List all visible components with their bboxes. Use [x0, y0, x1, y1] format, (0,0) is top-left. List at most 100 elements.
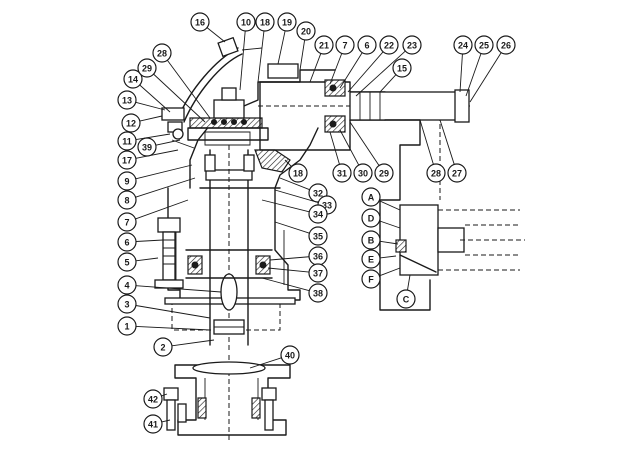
- callout-label: 18: [293, 169, 303, 179]
- callout-label: 9: [124, 177, 129, 187]
- callout-label: 23: [407, 41, 417, 51]
- callout-c3: 3: [117, 294, 137, 314]
- leader-line-c2: [171, 339, 215, 347]
- callout-circle: [117, 131, 137, 151]
- callout-c23: 23: [402, 35, 422, 55]
- callout-c22: 22: [379, 35, 399, 55]
- callout-label: 26: [501, 41, 511, 51]
- callout-circle: [308, 204, 328, 224]
- callout-label: 5: [124, 258, 129, 268]
- callout-c16: 16: [190, 12, 210, 32]
- callout-c29a: 29: [137, 58, 157, 78]
- callout-label: E: [368, 255, 374, 265]
- callout-c12: 12: [121, 113, 141, 133]
- leader-line-c27: [439, 119, 455, 165]
- callout-label: C: [403, 295, 410, 305]
- callout-circle: [308, 226, 328, 246]
- leader-line-c17: [135, 149, 179, 159]
- leader-line-c24: [459, 53, 463, 93]
- callout-circle: [357, 35, 377, 55]
- callout-circle: [396, 289, 416, 309]
- leader-line-c28b: [419, 119, 434, 165]
- leader-line-c29a: [153, 73, 206, 123]
- callout-label: 29: [379, 169, 389, 179]
- callout-c8: 8: [117, 190, 137, 210]
- callout-circle: [361, 230, 381, 250]
- leader-line-c21: [309, 53, 322, 83]
- leader-line-c18b: [284, 159, 292, 167]
- leader-line-c29b: [349, 121, 380, 166]
- callout-c28b: 28: [426, 163, 446, 183]
- vertical-shaft: [205, 145, 253, 350]
- leader-line-c4: [135, 285, 222, 293]
- callout-label: 18: [260, 18, 270, 28]
- leader-line-cE: [379, 255, 397, 259]
- callout-c1: 1: [117, 316, 137, 336]
- callout-c21: 21: [314, 35, 334, 55]
- callout-c42: 42: [143, 389, 163, 409]
- leader-line-cA: [379, 200, 401, 211]
- leader-line-c7b: [329, 53, 343, 85]
- callout-label: 1: [124, 322, 129, 332]
- callout-circle: [474, 35, 494, 55]
- callout-label: 33: [322, 201, 332, 211]
- callout-label: 27: [452, 169, 462, 179]
- callout-circle: [335, 35, 355, 55]
- callout-c37: 37: [308, 263, 328, 283]
- callout-c5: 5: [117, 252, 137, 272]
- callout-c27: 27: [447, 163, 467, 183]
- callout-circle: [137, 137, 157, 157]
- callout-circle: [392, 58, 412, 78]
- callout-label: 40: [285, 351, 295, 361]
- shaft-adapter-detail: [395, 204, 525, 276]
- callout-c18b: 18: [288, 163, 308, 183]
- callout-circle: [117, 275, 137, 295]
- callout-label: 29: [142, 64, 152, 74]
- callout-c20: 20: [296, 21, 316, 41]
- callout-c19: 19: [277, 12, 297, 32]
- callout-circle: [255, 12, 275, 32]
- callout-circle: [152, 43, 172, 63]
- callout-c17: 17: [117, 150, 137, 170]
- leader-line-c12: [139, 115, 163, 122]
- upper-bearings: [204, 84, 337, 172]
- leader-line-c6: [135, 239, 164, 242]
- callout-circle: [117, 212, 137, 232]
- callout-c35: 35: [308, 226, 328, 246]
- callout-c30: 30: [353, 163, 373, 183]
- callout-label: D: [368, 214, 375, 224]
- callout-label: 8: [124, 196, 129, 206]
- callout-label: 28: [431, 169, 441, 179]
- callout-c41: 41: [143, 414, 163, 434]
- callout-c36: 36: [308, 246, 328, 266]
- callout-c25: 25: [474, 35, 494, 55]
- leader-line-c8: [135, 177, 196, 198]
- callout-circle: [353, 163, 373, 183]
- callout-circle: [143, 389, 163, 409]
- callout-label: 16: [195, 18, 205, 28]
- leader-line-cC: [407, 274, 411, 291]
- callout-c24: 24: [453, 35, 473, 55]
- callout-circle: [332, 163, 352, 183]
- leader-line-c23: [355, 50, 406, 97]
- callout-label: 4: [124, 281, 129, 291]
- callout-circle: [117, 90, 137, 110]
- callout-label: 42: [148, 395, 158, 405]
- callout-circle: [121, 113, 141, 133]
- callout-circle: [277, 12, 297, 32]
- callout-circle: [137, 58, 157, 78]
- callout-c9: 9: [117, 171, 137, 191]
- callout-circle: [117, 150, 137, 170]
- leader-line-c34: [261, 199, 310, 213]
- callout-c13: 13: [117, 90, 137, 110]
- flexible-hose: [177, 36, 263, 123]
- leader-line-c25: [465, 53, 482, 97]
- leader-line-c22: [347, 51, 384, 93]
- leader-line-c14: [139, 84, 171, 113]
- lower-flange: [174, 355, 291, 440]
- callout-c11: 11: [117, 131, 137, 151]
- callout-circle: [402, 35, 422, 55]
- callout-label: 13: [122, 96, 132, 106]
- callout-label: 7: [124, 218, 129, 228]
